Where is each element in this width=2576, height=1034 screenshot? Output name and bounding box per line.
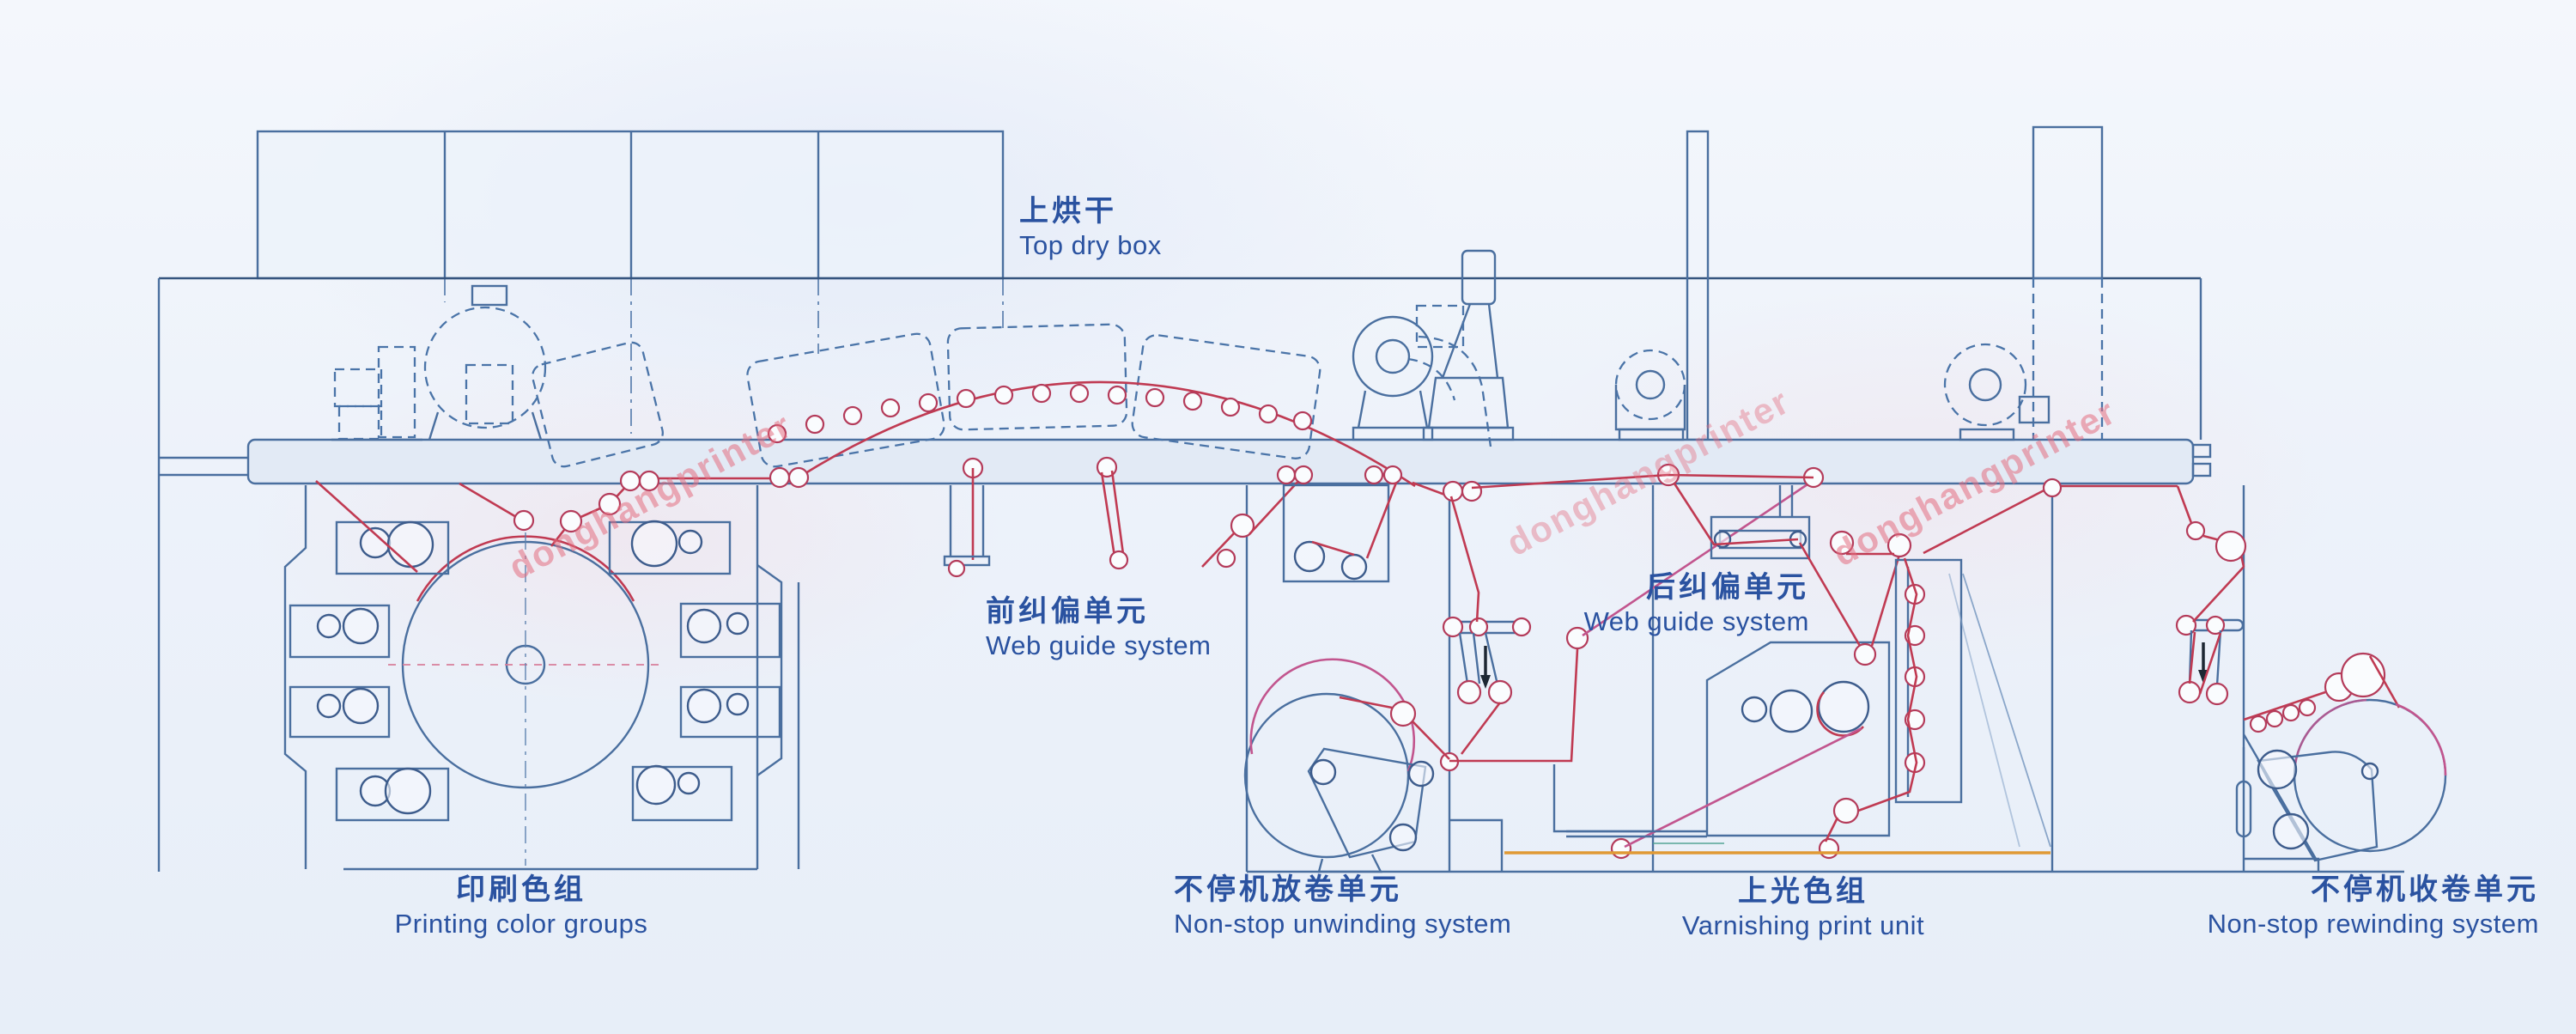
label-non-stop-rewinding-cn: 不停机收卷单元 bbox=[2311, 873, 2539, 906]
label-non-stop-rewinding-en: Non-stop rewinding system bbox=[2207, 909, 2539, 940]
front-web-guide-unit bbox=[1201, 465, 1403, 583]
printing-unit bbox=[289, 520, 781, 866]
label-non-stop-unwinding: 不停机放卷单元 Non-stop unwinding system bbox=[1174, 873, 1511, 940]
rewinding-unit bbox=[1923, 477, 2447, 862]
deck-blowers-and-ducts bbox=[331, 249, 2050, 468]
unwinding-unit bbox=[1243, 480, 1579, 873]
label-printing-color-groups-en: Printing color groups bbox=[394, 909, 648, 940]
label-front-web-guide: 前纠偏单元 Web guide system bbox=[986, 594, 1211, 662]
label-non-stop-unwinding-cn: 不停机放卷单元 bbox=[1174, 873, 1402, 906]
label-printing-color-groups-cn: 印刷色组 bbox=[456, 873, 586, 906]
label-non-stop-unwinding-en: Non-stop unwinding system bbox=[1174, 909, 1512, 940]
web-path-and-arc bbox=[315, 380, 1450, 578]
label-top-dry-box-cn: 上烘干 bbox=[1019, 195, 1117, 228]
label-top-dry-box-en: Top dry box bbox=[1019, 230, 1162, 261]
label-varnishing-print-unit: 上光色组 Varnishing print unit bbox=[1631, 874, 1975, 942]
label-non-stop-rewinding: 不停机收卷单元 Non-stop rewinding system bbox=[2196, 873, 2539, 940]
label-front-web-guide-en: Web guide system bbox=[986, 630, 1212, 661]
label-rear-web-guide-cn: 后纠偏单元 bbox=[1646, 571, 1809, 604]
label-front-web-guide-cn: 前纠偏单元 bbox=[986, 595, 1149, 628]
label-printing-color-groups: 印刷色组 Printing color groups bbox=[349, 873, 693, 940]
label-top-dry-box: 上烘干 Top dry box bbox=[1019, 194, 1162, 262]
frame-structure bbox=[157, 125, 2404, 873]
label-varnishing-print-unit-en: Varnishing print unit bbox=[1681, 910, 1925, 941]
label-rear-web-guide-en: Web guide system bbox=[1583, 606, 1809, 637]
label-rear-web-guide: 后纠偏单元 Web guide system bbox=[1457, 570, 1809, 638]
label-varnishing-print-unit-cn: 上光色组 bbox=[1738, 875, 1868, 908]
varnishing-unit bbox=[1471, 463, 2051, 860]
